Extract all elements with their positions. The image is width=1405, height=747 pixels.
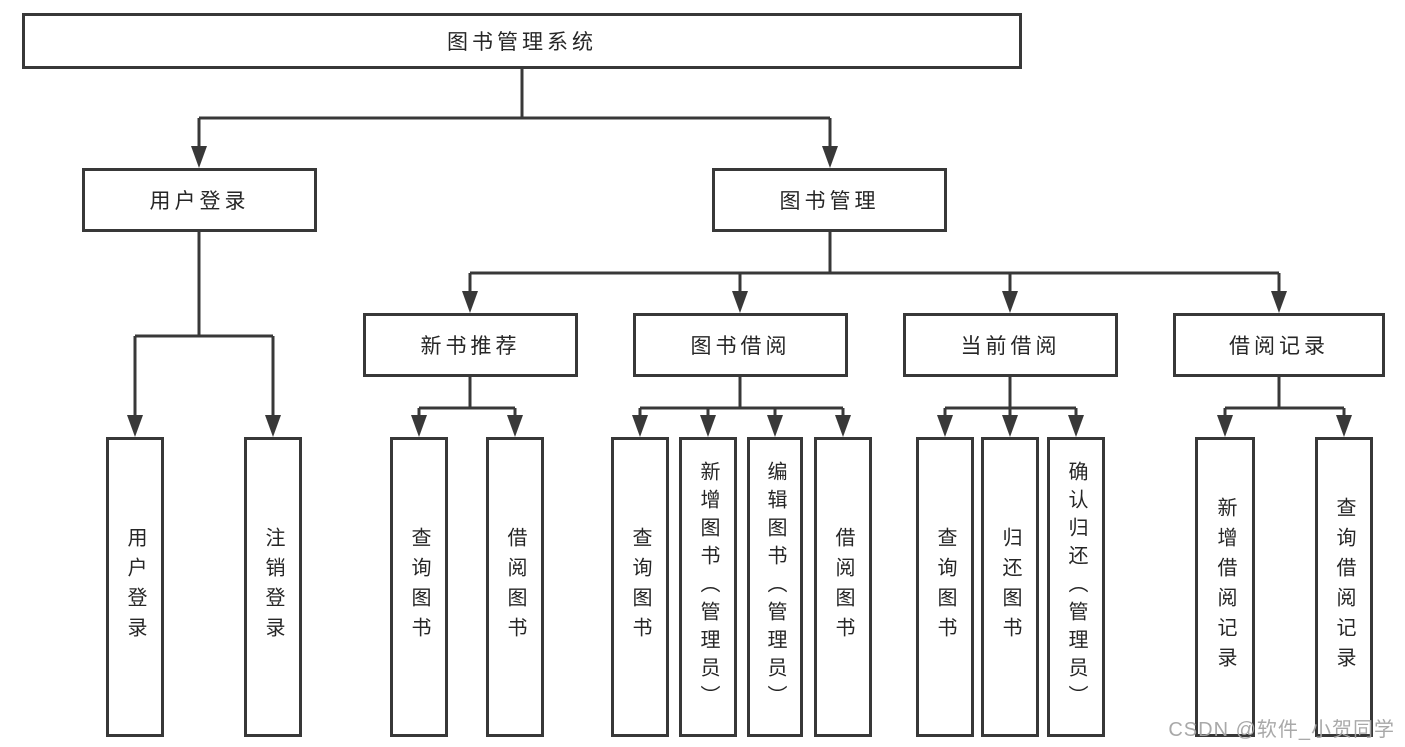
connector-borrow-to-leaves — [638, 377, 845, 428]
node-current-borrow-label: 当前借阅 — [960, 335, 1061, 358]
connector-recommend-to-leaves — [417, 377, 517, 428]
leaf-borrow-borrow-books: 借阅图书 — [814, 437, 872, 737]
leaf-borrow-edit-books-admin: 编辑图书（管理员） — [747, 437, 803, 737]
node-user-login-group-label: 用户登录 — [149, 190, 250, 213]
arrow-down-icon — [507, 415, 523, 437]
node-user-login-group: 用户登录 — [82, 168, 317, 232]
node-root-label: 图书管理系统 — [447, 31, 597, 54]
leaf-borrow-query-books: 查询图书 — [611, 437, 669, 737]
leaf-borrow-add-books-admin-label: 新增图书（管理员） — [697, 461, 719, 713]
leaf-recommend-query-books: 查询图书 — [390, 437, 448, 737]
leaf-user-login-label: 用户登录 — [124, 527, 146, 647]
connector-records-to-leaves — [1223, 377, 1346, 428]
node-new-book-recommend: 新书推荐 — [363, 313, 578, 377]
connector-login-to-leaves — [133, 232, 275, 428]
connector-mgmt-to-level3 — [468, 232, 1281, 305]
node-new-book-recommend-label: 新书推荐 — [420, 335, 521, 358]
leaf-current-return-books: 归还图书 — [981, 437, 1039, 737]
node-book-borrow: 图书借阅 — [633, 313, 848, 377]
leaf-recommend-query-books-label: 查询图书 — [408, 527, 430, 647]
node-root: 图书管理系统 — [22, 13, 1022, 69]
arrow-down-icon — [700, 415, 716, 437]
arrow-down-icon — [1002, 415, 1018, 437]
leaf-recommend-borrow-books: 借阅图书 — [486, 437, 544, 737]
node-book-management-label: 图书管理 — [779, 190, 880, 213]
arrow-down-icon — [822, 146, 838, 168]
node-book-management: 图书管理 — [712, 168, 947, 232]
arrow-down-icon — [462, 291, 478, 313]
leaf-logout: 注销登录 — [244, 437, 302, 737]
arrow-down-icon — [411, 415, 427, 437]
arrow-down-icon — [1068, 415, 1084, 437]
arrow-down-icon — [1217, 415, 1233, 437]
leaf-records-query-record-label: 查询借阅记录 — [1333, 497, 1355, 677]
node-book-borrow-label: 图书借阅 — [690, 335, 791, 358]
arrow-down-icon — [191, 146, 207, 168]
connector-current-to-leaves — [943, 377, 1078, 428]
arrow-down-icon — [835, 415, 851, 437]
arrow-down-icon — [937, 415, 953, 437]
leaf-current-query-books: 查询图书 — [916, 437, 974, 737]
leaf-borrow-borrow-books-label: 借阅图书 — [832, 527, 854, 647]
watermark: CSDN @软件_小贺同学 — [1168, 719, 1395, 741]
arrow-down-icon — [1271, 291, 1287, 313]
arrow-down-icon — [732, 291, 748, 313]
leaf-borrow-add-books-admin: 新增图书（管理员） — [679, 437, 737, 737]
arrow-down-icon — [127, 415, 143, 437]
arrow-down-icon — [1002, 291, 1018, 313]
leaf-records-add-record-label: 新增借阅记录 — [1214, 497, 1236, 677]
arrow-down-icon — [632, 415, 648, 437]
leaf-user-login: 用户登录 — [106, 437, 164, 737]
leaf-current-confirm-return-admin-label: 确认归还（管理员） — [1065, 461, 1087, 713]
node-borrow-records-label: 借阅记录 — [1229, 335, 1329, 358]
leaf-borrow-edit-books-admin-label: 编辑图书（管理员） — [764, 461, 786, 713]
node-borrow-records: 借阅记录 — [1173, 313, 1385, 377]
leaf-logout-label: 注销登录 — [262, 527, 284, 647]
leaf-borrow-query-books-label: 查询图书 — [629, 527, 651, 647]
node-current-borrow: 当前借阅 — [903, 313, 1118, 377]
arrow-down-icon — [265, 415, 281, 437]
arrow-down-icon — [1336, 415, 1352, 437]
leaf-records-add-record: 新增借阅记录 — [1195, 437, 1255, 737]
leaf-records-query-record: 查询借阅记录 — [1315, 437, 1373, 737]
leaf-recommend-borrow-books-label: 借阅图书 — [504, 527, 526, 647]
connector-root-to-level2 — [197, 69, 832, 160]
leaf-current-return-books-label: 归还图书 — [999, 527, 1021, 647]
leaf-current-confirm-return-admin: 确认归还（管理员） — [1047, 437, 1105, 737]
arrow-down-icon — [767, 415, 783, 437]
leaf-current-query-books-label: 查询图书 — [934, 527, 956, 647]
